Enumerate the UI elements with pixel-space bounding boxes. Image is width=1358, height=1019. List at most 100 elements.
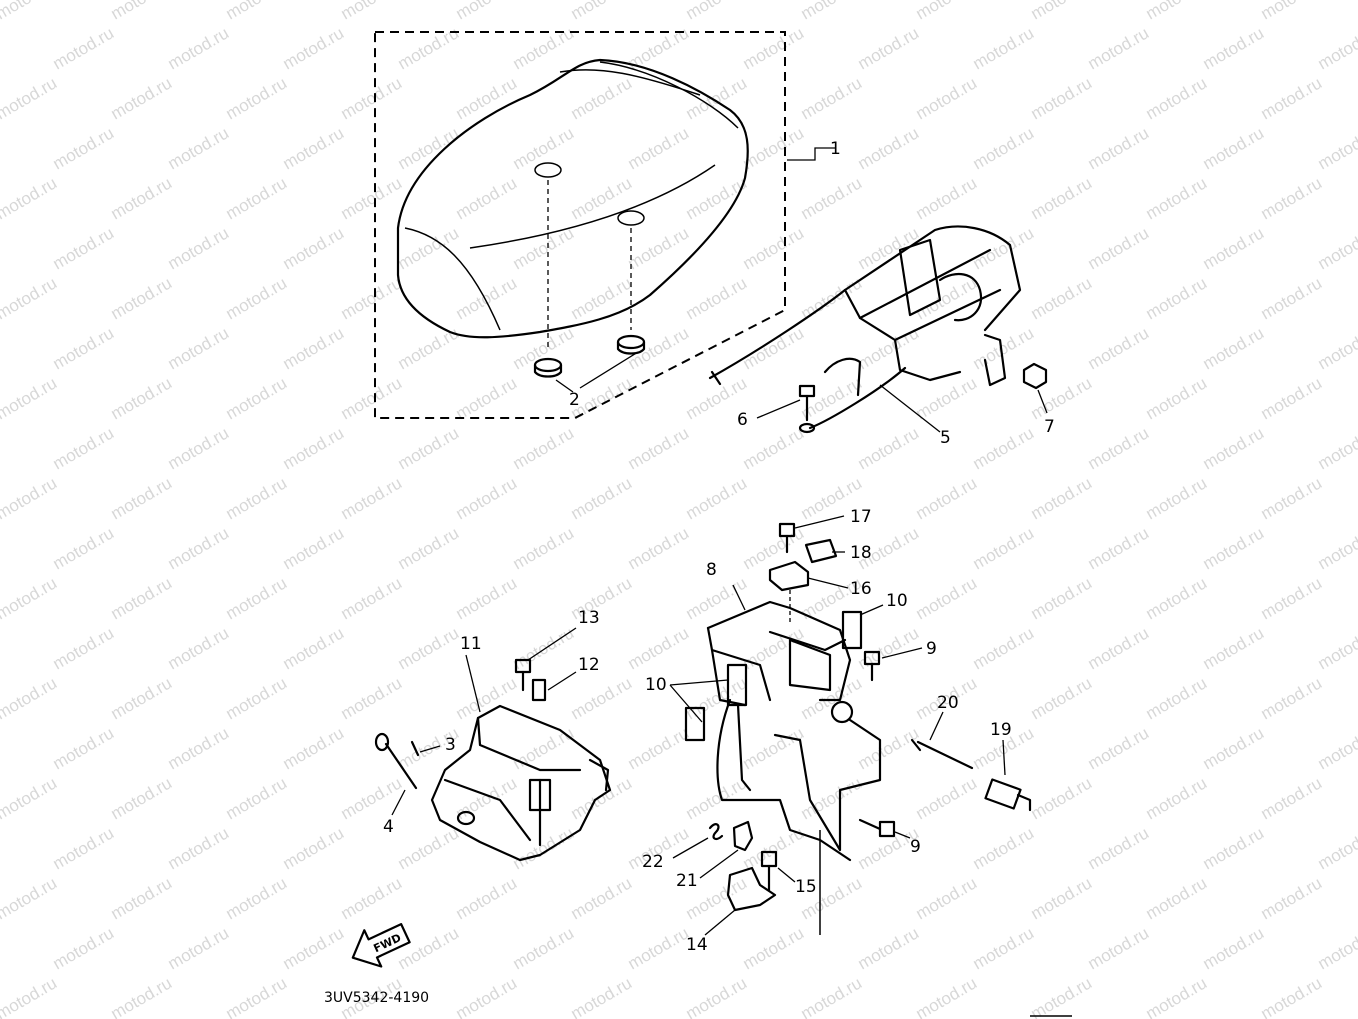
watermark-text: motod.ru — [50, 423, 118, 473]
callout-6[interactable]: 6 — [737, 410, 748, 430]
watermark-text: motod.ru — [1028, 673, 1096, 723]
watermark-text: motod.ru — [970, 623, 1038, 673]
carrier-rack-part[interactable] — [708, 225, 1022, 430]
callout-4[interactable]: 4 — [383, 817, 394, 837]
bracket-11-part[interactable] — [430, 704, 612, 862]
watermark-text: motod.ru — [1258, 773, 1326, 823]
callout-22[interactable]: 22 — [642, 852, 664, 872]
watermark-text: motod.ru — [1258, 373, 1326, 423]
watermark-text: motod.ru — [165, 623, 233, 673]
watermark-text: motod.ru — [1085, 423, 1153, 473]
callout-11[interactable]: 11 — [460, 634, 482, 654]
callout-5[interactable]: 5 — [940, 428, 951, 448]
drawing-code: 3UV5342-4190 — [324, 990, 429, 1006]
watermark-text: motod.ru — [683, 473, 751, 523]
bolt-9-part[interactable] — [858, 650, 896, 838]
watermark-text: motod.ru — [280, 323, 348, 373]
watermark-text: motod.ru — [0, 173, 60, 223]
seat-assembly-outline — [374, 31, 786, 419]
watermark-text: motod.ru — [1085, 123, 1153, 173]
watermark-text: motod.ru — [1258, 873, 1326, 923]
callout-10-upper[interactable]: 10 — [886, 591, 908, 611]
callout-9-upper[interactable]: 9 — [926, 639, 937, 659]
callout-8[interactable]: 8 — [706, 560, 717, 580]
watermark-text: motod.ru — [0, 0, 60, 23]
watermark-text: motod.ru — [165, 123, 233, 173]
watermark-text: motod.ru — [1258, 173, 1326, 223]
watermark-text: motod.ru — [510, 823, 578, 873]
watermark-text: motod.ru — [223, 173, 291, 223]
spring-22-part[interactable] — [708, 823, 724, 841]
watermark-text: motod.ru — [223, 0, 291, 23]
plate-16-part[interactable] — [768, 560, 810, 625]
bracket-8-part[interactable] — [706, 600, 882, 935]
watermark-text: motod.ru — [510, 23, 578, 73]
callout-3[interactable]: 3 — [445, 735, 456, 755]
bolt-6-part[interactable] — [798, 384, 816, 434]
watermark-text: motod.ru — [855, 23, 923, 73]
seat-part[interactable] — [396, 58, 749, 350]
watermark-text: motod.ru — [108, 0, 176, 23]
watermark-text: motod.ru — [1200, 123, 1268, 173]
callout-21[interactable]: 21 — [676, 871, 698, 891]
seat-damper-part[interactable] — [533, 334, 646, 378]
callout-17[interactable]: 17 — [850, 507, 872, 527]
watermark-text: motod.ru — [1143, 273, 1211, 323]
watermark-text: motod.ru — [1200, 323, 1268, 373]
watermark-text: motod.ru — [625, 923, 693, 973]
pad-10-part[interactable] — [684, 610, 863, 792]
watermark-text: motod.ru — [0, 273, 60, 323]
watermark-text: motod.ru — [453, 373, 521, 423]
watermark-text: motod.ru — [1258, 0, 1326, 23]
callout-20[interactable]: 20 — [937, 693, 959, 713]
watermark-text: motod.ru — [453, 0, 521, 23]
rod-20-part[interactable] — [910, 738, 974, 770]
callout-9-lower[interactable]: 9 — [910, 837, 921, 857]
bolt-15-part[interactable] — [760, 850, 778, 892]
watermark-text: motod.ru — [0, 73, 60, 123]
watermark-text: motod.ru — [165, 223, 233, 273]
watermark-text: motod.ru — [683, 173, 751, 223]
watermark-text: motod.ru — [1258, 473, 1326, 523]
watermark-text: motod.ru — [740, 223, 808, 273]
watermark-text: motod.ru — [1200, 223, 1268, 273]
callout-19[interactable]: 19 — [990, 720, 1012, 740]
nut-7-part[interactable] — [1022, 362, 1048, 390]
watermark-text: motod.ru — [1258, 673, 1326, 723]
bolt-13-part[interactable] — [514, 658, 532, 692]
watermark-text: motod.ru — [568, 673, 636, 723]
watermark-text: motod.ru — [223, 273, 291, 323]
watermark-text: motod.ru — [683, 273, 751, 323]
watermark-text: motod.ru — [0, 923, 2, 973]
watermark-text: motod.ru — [223, 973, 291, 1019]
switch-19-part[interactable] — [984, 778, 1032, 812]
bolt-4-part[interactable] — [374, 732, 418, 790]
bracket-14-part[interactable] — [726, 866, 777, 912]
watermark-text: motod.ru — [1085, 623, 1153, 673]
callout-1[interactable]: 1 — [830, 139, 841, 159]
callout-2[interactable]: 2 — [569, 390, 580, 410]
watermark-text: motod.ru — [1143, 373, 1211, 423]
watermark-text: motod.ru — [0, 873, 60, 923]
bolt-17-part[interactable] — [778, 522, 796, 554]
watermark-text: motod.ru — [510, 623, 578, 673]
callout-12[interactable]: 12 — [578, 655, 600, 675]
watermark-text: motod.ru — [223, 573, 291, 623]
watermark-text: motod.ru — [970, 423, 1038, 473]
lever-21-part[interactable] — [732, 820, 754, 852]
callout-18[interactable]: 18 — [850, 543, 872, 563]
pin-3-part[interactable] — [410, 740, 420, 757]
callout-14[interactable]: 14 — [686, 935, 708, 955]
watermark-text: motod.ru — [280, 123, 348, 173]
callout-16[interactable]: 16 — [850, 579, 872, 599]
callout-7[interactable]: 7 — [1044, 417, 1055, 437]
callout-10-left[interactable]: 10 — [645, 675, 667, 695]
callout-15[interactable]: 15 — [795, 877, 817, 897]
clip-18-part[interactable] — [804, 538, 838, 564]
watermark-text: motod.ru — [0, 23, 2, 73]
watermark-text: motod.ru — [970, 923, 1038, 973]
callout-13[interactable]: 13 — [578, 608, 600, 628]
pad-12-part[interactable] — [531, 678, 547, 702]
